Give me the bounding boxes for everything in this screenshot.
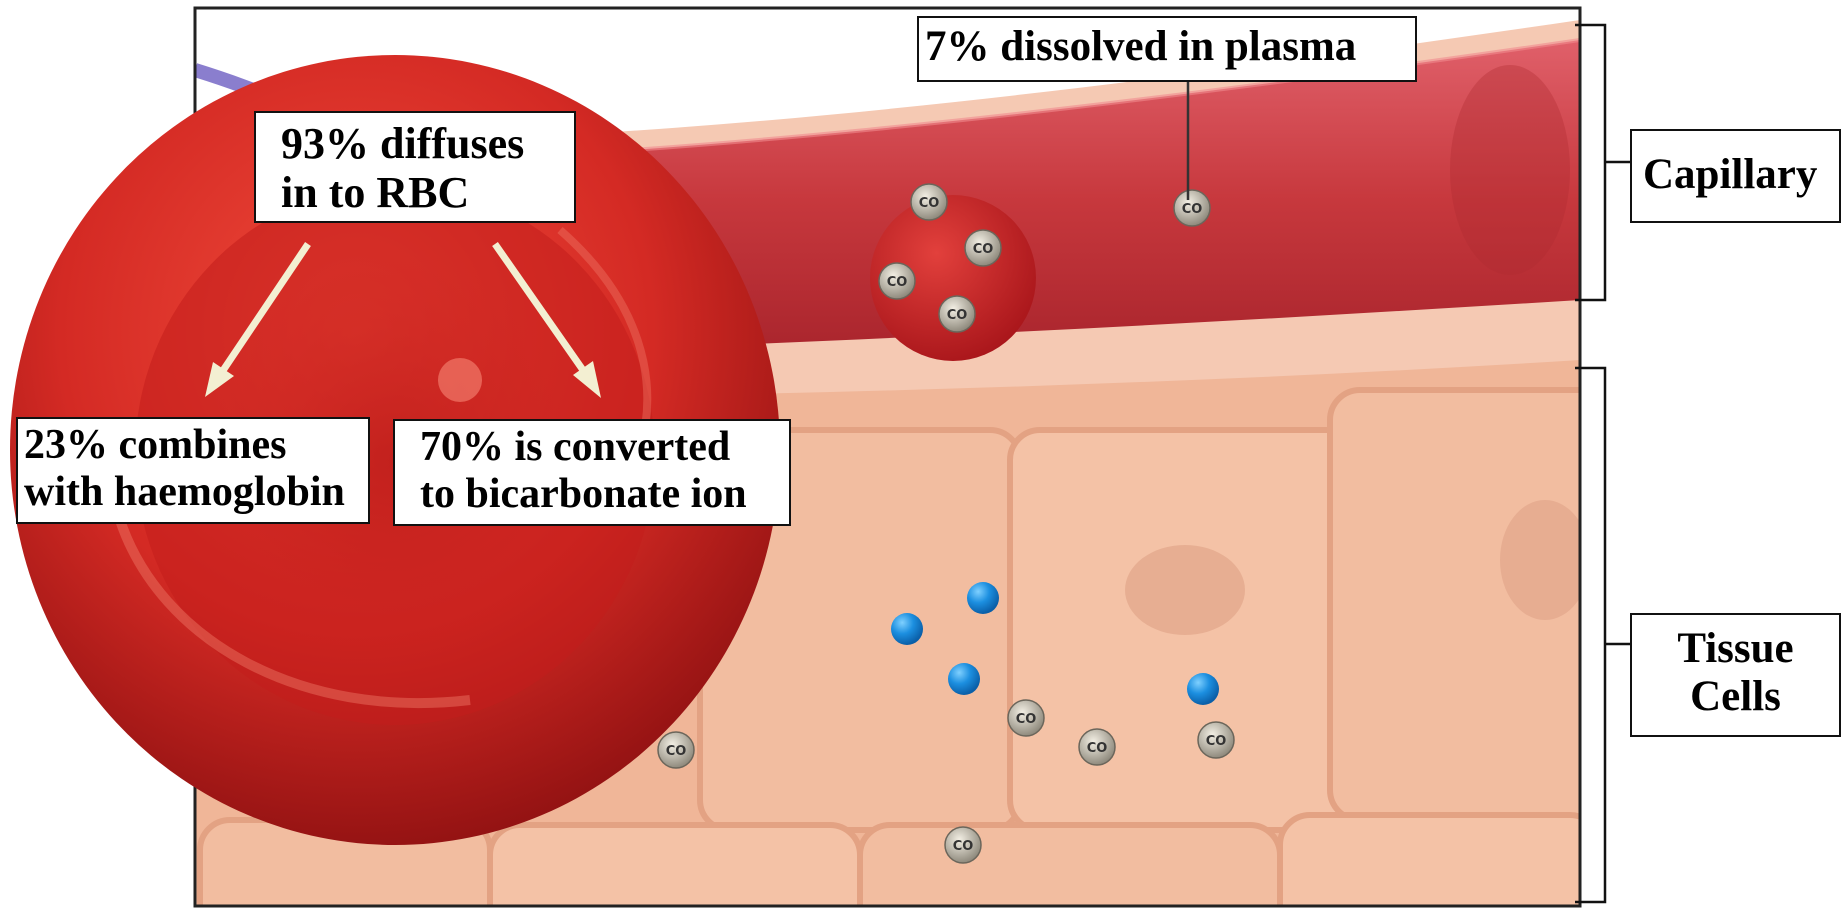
co2-molecule-label: CO — [666, 744, 687, 759]
label-diffuses-into-rbc: 93% diffuses in to RBC — [254, 111, 576, 223]
co2-molecule-icon: CO — [965, 230, 1001, 266]
label-line: in to RBC — [281, 168, 574, 217]
tissue-cell — [490, 825, 860, 909]
co2-molecule-icon: CO — [658, 732, 694, 768]
label-tissue-cells: Tissue Cells — [1630, 613, 1841, 737]
label-line: Tissue — [1632, 625, 1839, 673]
label-capillary: Capillary — [1630, 129, 1841, 223]
blue-dot — [1187, 673, 1219, 705]
label-combines-haemoglobin: 23% combines with haemoglobin — [16, 417, 370, 524]
tissue-cell — [860, 825, 1280, 909]
label-line: with haemoglobin — [24, 469, 368, 516]
co2-molecule-icon: CO — [1174, 190, 1210, 226]
co2-molecule-label: CO — [1087, 741, 1108, 756]
label-line: Cells — [1632, 673, 1839, 721]
co2-molecule-label: CO — [1016, 712, 1037, 727]
label-line: 70% is converted — [420, 424, 789, 471]
co2-molecule-icon: CO — [1079, 729, 1115, 765]
co2-molecule-label: CO — [1182, 202, 1203, 217]
co2-molecule-icon: CO — [879, 263, 915, 299]
blue-dot — [967, 582, 999, 614]
label-line: 93% diffuses — [281, 119, 574, 168]
label-line: 7% dissolved in plasma — [925, 23, 1415, 71]
label-line: to bicarbonate ion — [420, 471, 789, 518]
co2-molecule-icon: CO — [1008, 700, 1044, 736]
co2-molecule-label: CO — [947, 308, 968, 323]
blue-dot — [948, 663, 980, 695]
tissue-cell — [1330, 390, 1620, 820]
co2-molecule-label: CO — [919, 196, 940, 211]
co2-molecule-label: CO — [1206, 734, 1227, 749]
tissue-cell — [1280, 815, 1600, 909]
brackets — [1575, 25, 1630, 902]
label-bicarbonate-ion: 70% is converted to bicarbonate ion — [393, 419, 791, 526]
co2-molecule-icon: CO — [939, 296, 975, 332]
label-line: 23% combines — [24, 422, 368, 469]
co2-molecule-label: CO — [973, 242, 994, 257]
co2-molecule-label: CO — [887, 275, 908, 290]
co2-molecule-label: CO — [953, 839, 974, 854]
label-line: Capillary — [1643, 151, 1839, 199]
co2-molecule-icon: CO — [911, 184, 947, 220]
label-dissolved-in-plasma: 7% dissolved in plasma — [917, 16, 1417, 82]
co2-molecule-icon: CO — [1198, 722, 1234, 758]
co2-molecule-icon: CO — [945, 827, 981, 863]
blue-dot — [891, 613, 923, 645]
